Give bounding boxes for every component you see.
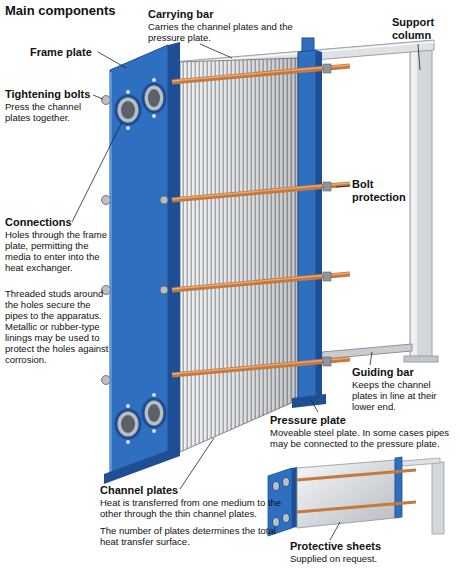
part-name: Protective sheets bbox=[290, 540, 440, 553]
bolt-protection-tube bbox=[297, 502, 416, 512]
column-highlight bbox=[411, 47, 417, 357]
leader-line bbox=[330, 522, 340, 540]
port bbox=[143, 399, 165, 427]
port-hole bbox=[121, 415, 135, 433]
part-description: Supplied on request. bbox=[290, 553, 440, 564]
port-hole bbox=[148, 404, 160, 422]
plate-shading bbox=[180, 58, 298, 452]
leader-line bbox=[336, 186, 350, 187]
port bbox=[116, 96, 140, 124]
frame-plate-side bbox=[168, 42, 180, 455]
leader-line bbox=[200, 44, 232, 58]
bolt-nut bbox=[323, 64, 331, 73]
port bbox=[283, 478, 290, 487]
support-column bbox=[410, 46, 432, 358]
tube-highlight bbox=[172, 358, 350, 374]
stud bbox=[152, 114, 156, 118]
leader-line bbox=[418, 44, 420, 70]
bolt-head bbox=[160, 196, 168, 204]
part-name: Support column bbox=[392, 16, 456, 42]
stud bbox=[126, 440, 130, 444]
pressure-plate bbox=[395, 457, 402, 518]
connection-ports bbox=[116, 78, 165, 444]
stud bbox=[152, 78, 156, 82]
leader-line bbox=[72, 122, 122, 222]
frame-plate bbox=[110, 45, 168, 478]
bolt-head bbox=[102, 96, 111, 105]
bolt-head bbox=[102, 196, 111, 205]
protective-sheet bbox=[297, 460, 395, 528]
port bbox=[273, 482, 280, 491]
bolt-nut bbox=[323, 272, 331, 281]
pressure-plate-side bbox=[316, 50, 322, 398]
part-description: Holes through the frame plate, permittin… bbox=[5, 229, 111, 273]
stud bbox=[152, 393, 156, 397]
tube-highlight bbox=[172, 65, 350, 81]
part-description: Moveable steel plate. In some cases pipe… bbox=[270, 427, 450, 449]
stud bbox=[126, 90, 130, 94]
bolt-head bbox=[102, 376, 111, 385]
port-hole bbox=[148, 89, 160, 107]
guiding-bar bbox=[322, 344, 412, 359]
part-name: Bolt protection bbox=[352, 178, 412, 204]
port bbox=[116, 410, 140, 438]
leader-line bbox=[180, 438, 214, 489]
frame-plate-side bbox=[292, 467, 297, 528]
support-column bbox=[432, 462, 444, 534]
column-foot bbox=[404, 356, 438, 362]
channel-plates bbox=[180, 58, 298, 452]
bolt-head bbox=[160, 286, 168, 294]
pressure-plate-foot bbox=[292, 394, 326, 408]
port-hole bbox=[121, 101, 135, 119]
stud bbox=[152, 429, 156, 433]
bolt-nut bbox=[323, 182, 331, 191]
leader-line bbox=[370, 352, 372, 365]
leader-lines bbox=[72, 44, 420, 540]
part-name: Channel plates bbox=[100, 484, 290, 497]
port bbox=[283, 514, 290, 523]
part-name: Connections bbox=[5, 216, 105, 229]
tube-highlight bbox=[172, 183, 350, 199]
bolt-protection-tube bbox=[297, 470, 416, 480]
part-description: Keeps the channel plates in line at thei… bbox=[352, 379, 452, 412]
leader-line bbox=[311, 400, 318, 412]
part-name: Guiding bar bbox=[352, 366, 452, 379]
tightening-bolts bbox=[102, 64, 351, 385]
part-description: The number of plates determines the tota… bbox=[100, 525, 295, 547]
part-name: Tightening bolts bbox=[5, 88, 105, 101]
pressure-plate bbox=[298, 50, 316, 402]
part-name: Frame plate bbox=[30, 46, 110, 59]
bolt-nut bbox=[323, 357, 331, 366]
stud bbox=[126, 404, 130, 408]
part-description: Press the channel plates together. bbox=[5, 101, 101, 123]
port bbox=[143, 84, 165, 112]
leader-line bbox=[93, 95, 103, 99]
leader-line bbox=[98, 52, 126, 68]
protective-sheet-inset bbox=[268, 457, 444, 536]
part-name: Pressure plate bbox=[270, 414, 440, 427]
tube-highlight bbox=[172, 273, 350, 289]
part-description: Threaded studs around the holes secure t… bbox=[5, 288, 111, 365]
frame-foot bbox=[104, 446, 180, 484]
stud bbox=[126, 126, 130, 130]
frame-edge-highlight bbox=[110, 72, 112, 476]
part-name: Carrying bar bbox=[148, 8, 288, 21]
part-description: Carries the channel plates and the press… bbox=[148, 21, 293, 43]
part-description: Heat is transferred from one medium to t… bbox=[100, 497, 295, 519]
